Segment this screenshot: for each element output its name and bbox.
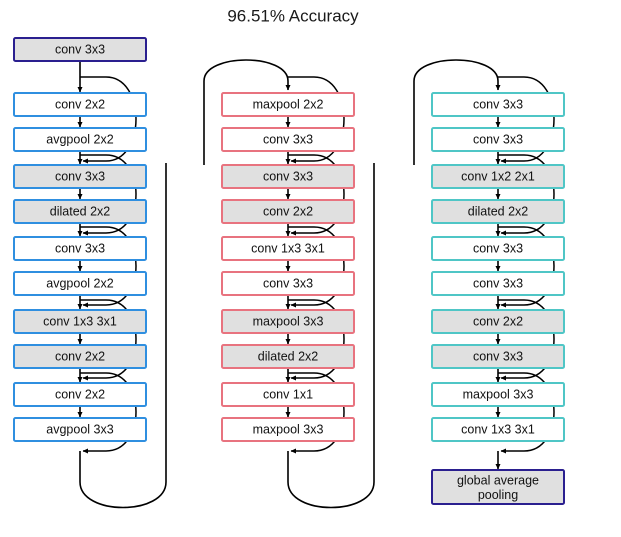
- node-2-8-box: [221, 344, 355, 369]
- node-3-7[interactable]: conv 2x2: [431, 309, 565, 334]
- node-1-2[interactable]: avgpool 2x2: [13, 127, 147, 152]
- node-2-9[interactable]: conv 1x1: [221, 382, 355, 407]
- node-1-1-box: [13, 92, 147, 117]
- node-3-9[interactable]: maxpool 3x3: [431, 382, 565, 407]
- node-2-7-box: [221, 309, 355, 334]
- skip-1-2: [80, 154, 137, 236]
- node-3-1-box: [431, 92, 565, 117]
- skip-2-1: [288, 76, 345, 164]
- node-1-7[interactable]: conv 1x3 3x1: [13, 309, 147, 334]
- nodes-layer: conv 2x2 avgpool 2x2 conv 3x3 dilated 2x2 co…: [13, 37, 565, 505]
- node-3-2[interactable]: conv 3x3: [431, 127, 565, 152]
- node-3-10-box: [431, 417, 565, 442]
- node-3-9-box: [431, 382, 565, 407]
- node-1-1[interactable]: conv 2x2: [13, 92, 147, 117]
- node-2-10-box: [221, 417, 355, 442]
- node-2-2-box: [221, 127, 355, 152]
- node-2-9-box: [221, 382, 355, 407]
- node-1-3-box: [13, 164, 147, 189]
- skip-2-3: [288, 226, 345, 308]
- node-1-2-box: [13, 127, 147, 152]
- skip-1-1: [80, 76, 137, 164]
- skip-1-5: [80, 372, 137, 454]
- node-3-3-box: [431, 164, 565, 189]
- loop-col2-to-col3-down: [287, 163, 375, 509]
- node-2-2[interactable]: conv 3x3: [221, 127, 355, 152]
- node-1-7-box: [13, 309, 147, 334]
- node-2-6-box: [221, 271, 355, 296]
- node-3-4-box: [431, 199, 565, 224]
- loop-col1-to-col2-up: [203, 59, 291, 165]
- skip-3-1: [498, 76, 555, 164]
- skip-1-3: [80, 226, 137, 308]
- node-1-8-box: [13, 344, 147, 369]
- node-stem[interactable]: conv 3x3: [13, 37, 147, 62]
- node-1-4[interactable]: dilated 2x2: [13, 199, 147, 224]
- node-2-6[interactable]: conv 3x3: [221, 271, 355, 296]
- skip-1-4: [80, 299, 137, 381]
- node-2-7[interactable]: maxpool 3x3: [221, 309, 355, 334]
- skip-3-2: [498, 154, 555, 236]
- node-3-8[interactable]: conv 3x3: [431, 344, 565, 369]
- node-3-10[interactable]: conv 1x3 3x1: [431, 417, 565, 442]
- skip-2-5: [288, 372, 345, 454]
- node-1-4-box: [13, 199, 147, 224]
- node-3-5-box: [431, 236, 565, 261]
- node-2-10[interactable]: maxpool 3x3: [221, 417, 355, 442]
- skip-3-4: [498, 299, 555, 381]
- node-2-1[interactable]: maxpool 2x2: [221, 92, 355, 117]
- node-1-9[interactable]: conv 2x2: [13, 382, 147, 407]
- node-2-4[interactable]: conv 2x2: [221, 199, 355, 224]
- node-2-1-box: [221, 92, 355, 117]
- node-1-8[interactable]: conv 2x2: [13, 344, 147, 369]
- node-1-6-box: [13, 271, 147, 296]
- node-1-6[interactable]: avgpool 2x2: [13, 271, 147, 296]
- node-2-3[interactable]: conv 3x3: [221, 164, 355, 189]
- node-2-4-box: [221, 199, 355, 224]
- node-2-5-box: [221, 236, 355, 261]
- node-3-6-box: [431, 271, 565, 296]
- node-head-box: [431, 469, 565, 505]
- node-3-5[interactable]: conv 3x3: [431, 236, 565, 261]
- edges-layer: [77, 59, 555, 509]
- loop-col2-to-col3-up: [413, 59, 501, 165]
- node-3-3[interactable]: conv 1x2 2x1: [431, 164, 565, 189]
- node-1-5-box: [13, 236, 147, 261]
- node-3-7-box: [431, 309, 565, 334]
- loop-col1-to-col2-down: [79, 163, 167, 509]
- node-3-8-box: [431, 344, 565, 369]
- node-2-3-box: [221, 164, 355, 189]
- node-1-3[interactable]: conv 3x3: [13, 164, 147, 189]
- node-1-10[interactable]: avgpool 3x3: [13, 417, 147, 442]
- node-1-10-box: [13, 417, 147, 442]
- node-stem-box: [13, 37, 147, 62]
- node-3-6[interactable]: conv 3x3: [431, 271, 565, 296]
- skip-3-3: [498, 226, 555, 308]
- node-1-9-box: [13, 382, 147, 407]
- node-2-8[interactable]: dilated 2x2: [221, 344, 355, 369]
- node-3-1[interactable]: conv 3x3: [431, 92, 565, 117]
- skip-2-4: [288, 299, 345, 381]
- node-1-5[interactable]: conv 3x3: [13, 236, 147, 261]
- node-3-2-box: [431, 127, 565, 152]
- skip-2-2: [288, 154, 345, 236]
- page-title: 96.51% Accuracy: [227, 6, 359, 25]
- skip-3-5: [498, 372, 555, 454]
- node-2-5[interactable]: conv 1x3 3x1: [221, 236, 355, 261]
- node-3-4[interactable]: dilated 2x2: [431, 199, 565, 224]
